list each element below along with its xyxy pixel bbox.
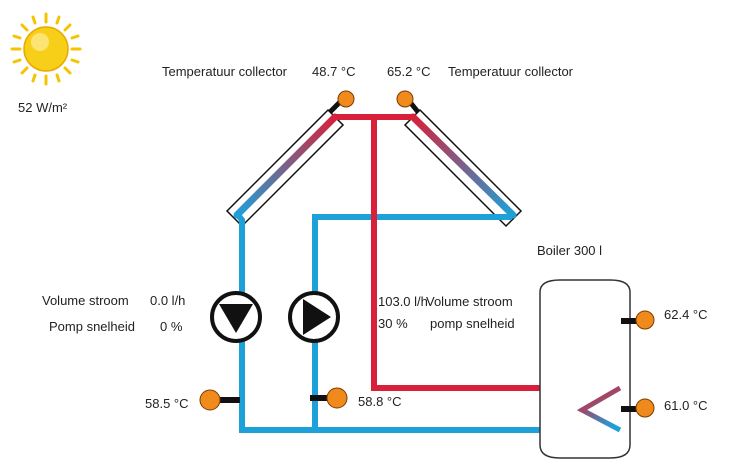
collector-right-label: Temperatuur collector: [448, 64, 573, 79]
pump-right-flow-label: Volume stroom: [426, 294, 513, 309]
collector-right-temperature: 65.2 °C: [387, 64, 431, 79]
sensor-boiler-top-icon: [621, 310, 655, 330]
pump-left-flow-value: 0.0 l/h: [150, 293, 186, 308]
irradiance-value: 52 W/m²: [18, 100, 68, 115]
hot-pipes: [335, 114, 620, 391]
sensor-return-right-icon: [310, 387, 348, 409]
pump-left-speed-value: 0 %: [160, 319, 183, 334]
boiler-temp-top: 62.4 °C: [664, 307, 708, 322]
pump-right-icon[interactable]: [288, 291, 340, 343]
sensor-boiler-bottom-icon: [621, 398, 655, 418]
pump-left-flow-label: Volume stroom: [42, 293, 129, 308]
sensor-collector-right-icon: [396, 90, 420, 114]
sensor-collector-left-icon: [328, 90, 355, 114]
pump-right-speed-value: 30 %: [378, 316, 408, 331]
sensor-return-left-icon: [199, 389, 240, 411]
pump-right-flow-value: 103.0 l/h: [378, 294, 428, 309]
boiler-tank: [539, 279, 631, 459]
return-right-temperature: 58.8 °C: [358, 394, 402, 409]
boiler-temp-bottom: 61.0 °C: [664, 398, 708, 413]
collector-left-label: Temperatuur collector: [162, 64, 287, 79]
pump-left-speed-label: Pomp snelheid: [49, 319, 135, 334]
return-left-temperature: 58.5 °C: [145, 396, 189, 411]
collector-panel-right: [403, 108, 523, 228]
pump-left-icon[interactable]: [210, 291, 262, 343]
pump-right-speed-label: pomp snelheid: [430, 316, 515, 331]
sun-icon: [10, 12, 82, 86]
collector-left-temperature: 48.7 °C: [312, 64, 356, 79]
collector-panel-left: [225, 108, 345, 228]
boiler-title: Boiler 300 l: [537, 243, 603, 258]
